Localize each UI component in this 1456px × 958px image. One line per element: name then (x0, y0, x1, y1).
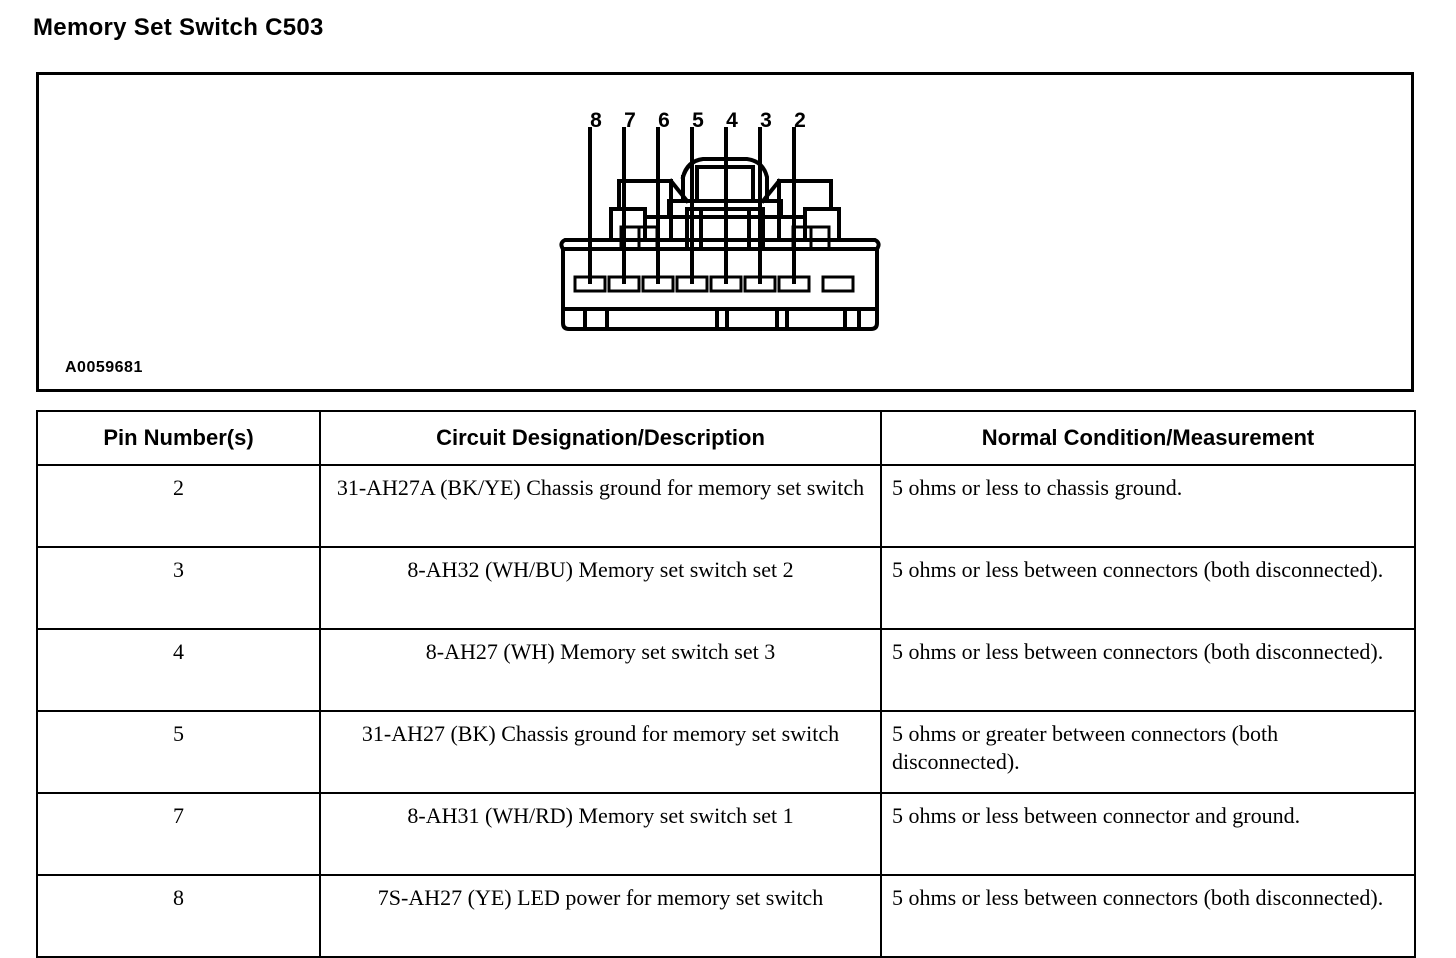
cell-measurement: 5 ohms or less between connectors (both … (880, 546, 1416, 631)
figure-code-label: A0059681 (65, 359, 143, 376)
cell-measurement: 5 ohms or less between connectors (both … (880, 874, 1416, 958)
column-header-circuit: Circuit Designation/Description (319, 409, 882, 467)
table-row: 4 8-AH27 (WH) Memory set switch set 3 5 … (36, 628, 1416, 713)
table-row: 7 8-AH31 (WH/RD) Memory set switch set 1… (36, 792, 1416, 877)
pin-callout-7: 7 (624, 109, 636, 132)
cell-pin-number: 8 (36, 874, 321, 958)
cell-measurement: 5 ohms or greater between connectors (bo… (880, 710, 1416, 795)
cell-pin-number: 2 (36, 464, 321, 549)
pin-callout-3: 3 (760, 109, 772, 132)
cell-measurement: 5 ohms or less to chassis ground. (880, 464, 1416, 549)
cell-description: 31-AH27A (BK/YE) Chassis ground for memo… (319, 464, 882, 549)
cell-description: 7S-AH27 (YE) LED power for memory set sw… (319, 874, 882, 958)
table-row: 2 31-AH27A (BK/YE) Chassis ground for me… (36, 464, 1416, 549)
pin-assignment-table: Pin Number(s) Circuit Designation/Descri… (36, 409, 1416, 958)
pin-callout-8: 8 (590, 109, 602, 132)
column-header-measurement: Normal Condition/Measurement (880, 409, 1416, 467)
table-row: 8 7S-AH27 (YE) LED power for memory set … (36, 874, 1416, 958)
cell-description: 8-AH32 (WH/BU) Memory set switch set 2 (319, 546, 882, 631)
table-header-row: Pin Number(s) Circuit Designation/Descri… (36, 409, 1416, 467)
cell-measurement: 5 ohms or less between connectors (both … (880, 628, 1416, 713)
pin-callout-4: 4 (726, 109, 738, 132)
cell-pin-number: 4 (36, 628, 321, 713)
pin-callout-5: 5 (692, 109, 704, 132)
connector-illustration-panel: A0059681 8 7 6 5 4 3 2 (36, 72, 1414, 392)
cell-description: 8-AH31 (WH/RD) Memory set switch set 1 (319, 792, 882, 877)
cell-pin-number: 5 (36, 710, 321, 795)
pin-callout-2: 2 (794, 109, 806, 132)
cell-description: 8-AH27 (WH) Memory set switch set 3 (319, 628, 882, 713)
column-header-pin-number: Pin Number(s) (36, 409, 321, 467)
cell-pin-number: 7 (36, 792, 321, 877)
table-row: 5 31-AH27 (BK) Chassis ground for memory… (36, 710, 1416, 795)
page-title: Memory Set Switch C503 (33, 14, 324, 41)
connector-svg (559, 127, 881, 331)
table-row: 3 8-AH32 (WH/BU) Memory set switch set 2… (36, 546, 1416, 631)
cell-measurement: 5 ohms or less between connector and gro… (880, 792, 1416, 877)
connector-diagram: 8 7 6 5 4 3 2 (545, 109, 905, 359)
pin-callout-6: 6 (658, 109, 670, 132)
cell-pin-number: 3 (36, 546, 321, 631)
cell-description: 31-AH27 (BK) Chassis ground for memory s… (319, 710, 882, 795)
